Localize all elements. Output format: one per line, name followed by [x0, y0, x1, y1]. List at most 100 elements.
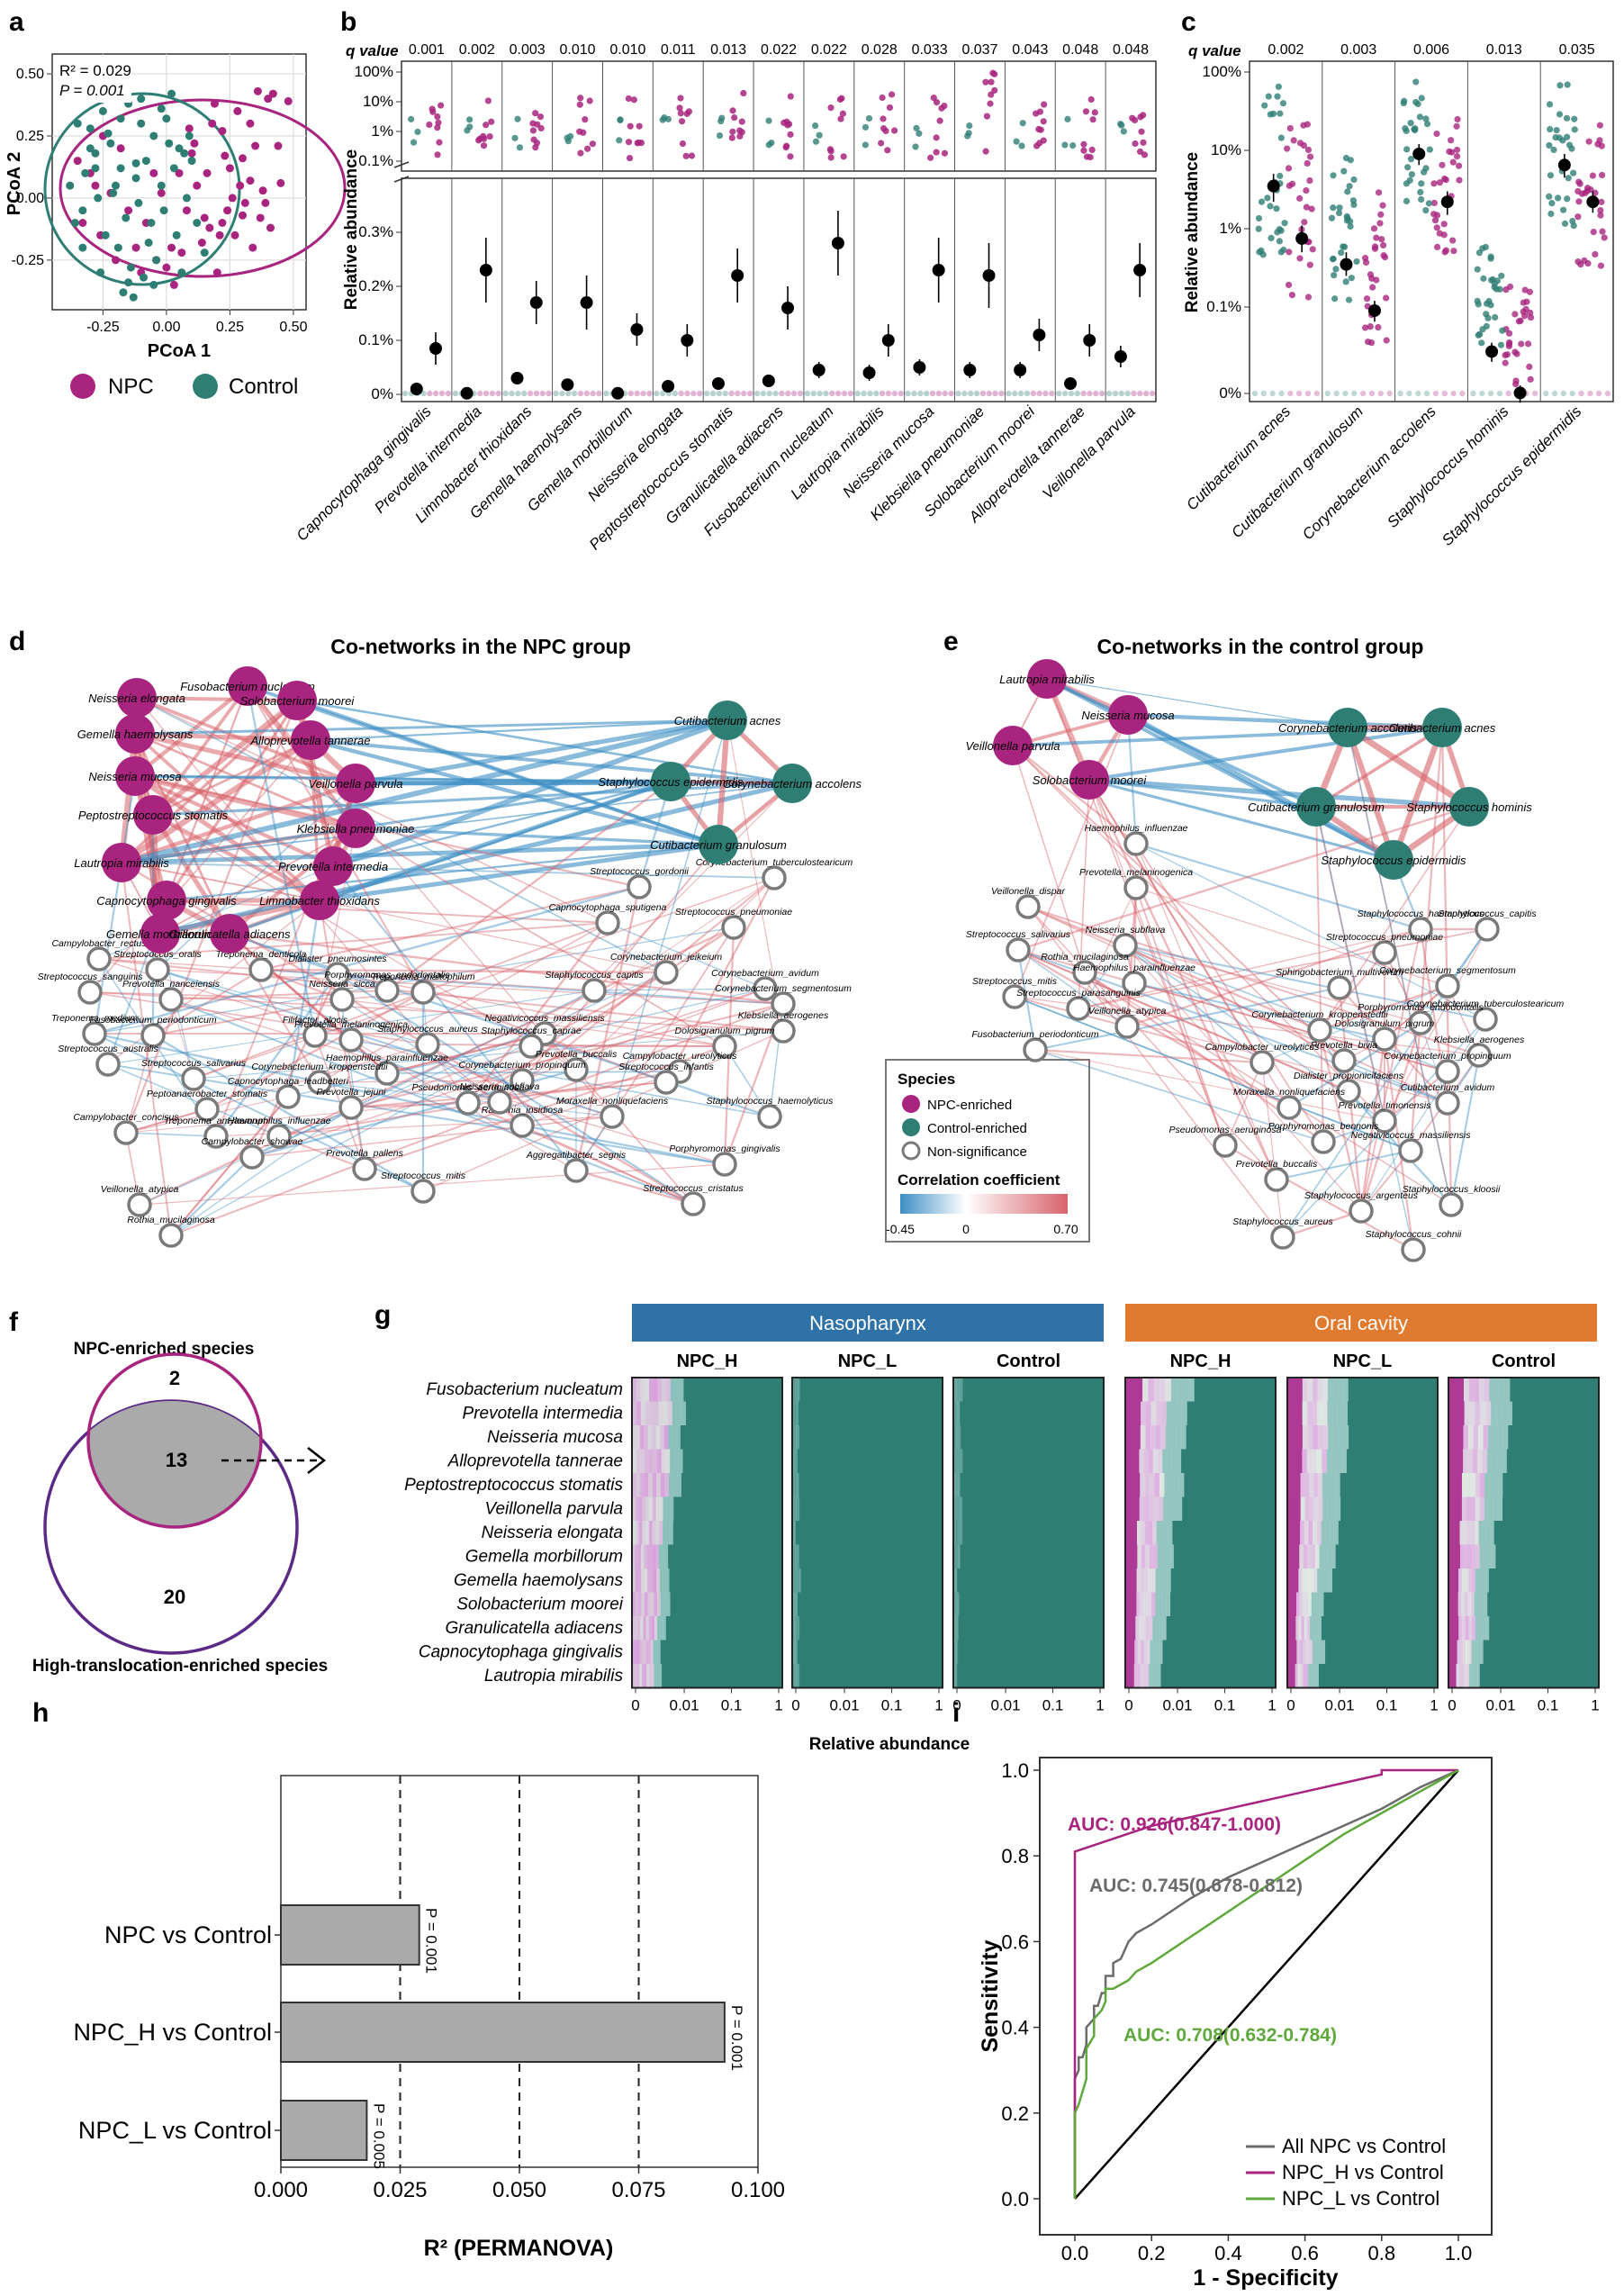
- network-d-edge-positive: [121, 781, 356, 865]
- heatmap-cell: [1475, 1473, 1481, 1497]
- c-point-npc: [1285, 281, 1293, 289]
- network-d-edge-negative: [166, 843, 719, 902]
- network-e-node-npc: [993, 726, 1033, 765]
- heatmap-cell: [637, 1544, 642, 1568]
- heatmap-row-label: Gemella haemolysans: [454, 1571, 623, 1590]
- legend-npc-label: NPC: [108, 375, 154, 399]
- heatmap-cell: [1337, 1401, 1343, 1425]
- b-zero-point: [861, 390, 867, 397]
- network-d-node-label: Negativicoccus_massiliensis: [484, 1013, 605, 1024]
- heatmap-cell: [795, 1616, 797, 1641]
- heatmap-cell: [1329, 1521, 1335, 1545]
- network-e-node-label: Sphingobacterium_multivorum: [1276, 967, 1403, 978]
- b-zero-point: [1030, 390, 1036, 397]
- heatmap-cell: [662, 1544, 665, 1568]
- b-zero-point: [1131, 390, 1137, 397]
- heatmap-cell: [797, 1544, 798, 1568]
- c-q-value: 0.006: [1413, 42, 1449, 58]
- pcoa-point-npc: [91, 181, 100, 190]
- network-d-edge-positive: [133, 775, 168, 901]
- pcoa-point-control: [129, 293, 138, 302]
- network-d-edge-minor: [251, 988, 766, 1158]
- c-point-control: [1564, 195, 1571, 203]
- network-e-edge-negative: [1012, 726, 1443, 747]
- heatmap-cell: [1304, 1616, 1308, 1641]
- heatmap-cell: [955, 1401, 957, 1425]
- c-point-npc: [1598, 171, 1606, 179]
- b-zero-point: [835, 390, 842, 397]
- heatmap-cell: [794, 1449, 796, 1473]
- heatmap-cell: [1484, 1592, 1488, 1616]
- roc-tick-label-y: 0.2: [1001, 2102, 1029, 2125]
- heatmap-cell: [636, 1425, 641, 1450]
- b-point-npc: [576, 101, 583, 108]
- pcoa-point-npc: [162, 263, 171, 272]
- heatmap-cell: [1292, 1378, 1298, 1402]
- pcoa-point-control: [94, 194, 103, 203]
- b-point-npc: [729, 107, 736, 114]
- heatmap-cell: [648, 1473, 654, 1497]
- heatmap-cell: [657, 1640, 661, 1664]
- heatmap-cell: [795, 1568, 797, 1593]
- heatmap-cell: [793, 1378, 796, 1402]
- c-point-control: [1344, 188, 1351, 195]
- heatmap-cell: [1125, 1544, 1130, 1568]
- b-zero-point: [1149, 390, 1156, 397]
- b-point-npc: [435, 119, 442, 126]
- heatmap-cell: [957, 1521, 959, 1545]
- c-point-npc: [1456, 176, 1463, 184]
- network-d-node-label: Streptococcus_cristatus: [643, 1183, 744, 1194]
- heatmap-cell: [958, 1401, 960, 1425]
- b-point-npc: [688, 152, 696, 159]
- heatmap-cell: [1318, 1616, 1322, 1641]
- heatmap-cell: [1162, 1592, 1167, 1616]
- heatmap-cell: [959, 1378, 961, 1402]
- heatmap-tick-label: 0: [952, 1697, 961, 1714]
- network-e-node-nonsig: [1311, 1129, 1336, 1154]
- heatmap-cell: [1131, 1664, 1135, 1688]
- heatmap-cell: [1142, 1378, 1149, 1402]
- heatmap-cell: [636, 1664, 640, 1688]
- heatmap-tick-label: 0: [791, 1697, 799, 1714]
- network-d-layer: Streptococcus_gordoniiCorynebacterium_tu…: [38, 666, 862, 1248]
- network-d-edge-positive: [136, 695, 298, 703]
- pcoa-point-npc: [239, 211, 247, 220]
- network-d-node-label: Campylobacter_ureolyticus: [623, 1051, 737, 1062]
- network-e-nodes: Haemophilus_influenzaeVeillonella_dispar…: [965, 659, 1564, 1262]
- network-d-edge-negative: [121, 842, 719, 865]
- b-zero-point: [1056, 390, 1062, 397]
- heatmap-cell: [1125, 1521, 1130, 1545]
- b-point-npc: [1089, 116, 1096, 123]
- network-d-node-npc: [277, 681, 317, 720]
- b-point-control: [765, 117, 772, 124]
- b-zero-point: [1017, 390, 1024, 397]
- heatmap-cell: [1291, 1544, 1296, 1568]
- heatmap-cell: [798, 1473, 799, 1497]
- network-d-node-label: Haemophilus_parainfluenzae: [326, 1053, 448, 1063]
- network-d-node-label: Staphylococcus_caprae: [481, 1026, 582, 1036]
- pcoa-point-npc: [73, 157, 82, 166]
- network-e-node-label: Cutibacterium_avidum: [1401, 1082, 1495, 1093]
- heatmap-cell: [1165, 1425, 1171, 1450]
- c-point-control: [1487, 255, 1494, 262]
- b-zero-point: [722, 390, 728, 397]
- heatmap-cell: [1484, 1378, 1490, 1402]
- pcoa-point-control: [152, 256, 161, 265]
- heatmap-cell: [640, 1378, 645, 1402]
- network-e-node-control: [1374, 840, 1413, 880]
- heatmap-cell: [796, 1473, 798, 1497]
- pcoa-point-control: [98, 106, 107, 115]
- network-e-edge-minor: [1017, 805, 1470, 952]
- heatmap-cell: [795, 1378, 798, 1402]
- network-e-edge-positive: [1345, 726, 1396, 862]
- heatmap-cell: [796, 1568, 798, 1593]
- network-d-edge-minor: [593, 988, 766, 991]
- heatmap-cell: [1318, 1640, 1322, 1664]
- heatmap-cell: [640, 1544, 645, 1568]
- c-point-npc: [1303, 203, 1311, 211]
- network-d-edge-minor: [530, 782, 793, 1047]
- pcoa-y-label: PCoA 2: [5, 152, 24, 215]
- b-point-control: [616, 137, 623, 144]
- heatmap-cell: [641, 1568, 645, 1593]
- heatmap-cell: [1287, 1592, 1291, 1616]
